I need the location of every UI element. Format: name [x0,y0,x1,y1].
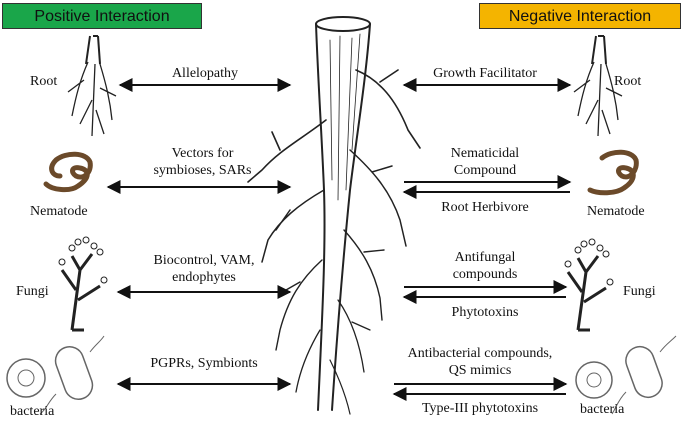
root-icon-right [573,35,623,137]
label-pgprs: PGPRs, Symbionts [150,356,258,371]
nematode-icon-left [43,151,93,193]
label-growth-facilitator: Growth Facilitator [433,66,537,81]
bacteria-icon-left [6,335,105,415]
label-bacteria-right: bacteria [580,402,625,417]
label-biocontrol-line1: Biocontrol, VAM, [153,253,255,268]
label-fungi-left: Fungi [16,284,49,299]
label-nematode-left: Nematode [30,204,88,219]
label-antibacterial-line2: QS mimics [448,363,512,378]
label-fungi-right: Fungi [623,284,656,299]
central-root-drawing [247,16,421,415]
label-vectors-line2: symbioses, SARs [153,163,252,178]
positive-interaction-header: Positive Interaction [2,3,202,29]
label-antibacterial-line1: Antibacterial compounds, [407,346,553,361]
bacteria-icon-right [575,335,677,415]
label-root-right: Root [614,74,642,89]
label-vectors-line1: Vectors for [171,146,234,161]
label-nematode-right: Nematode [587,204,645,219]
label-nematicidal-line1: Nematicidal [450,146,520,161]
label-root-herbivore: Root Herbivore [441,200,529,215]
root-icon-left [67,35,117,137]
fungi-icon-right [564,238,614,332]
label-nematicidal-line2: Compound [453,163,517,178]
label-allelopathy: Allelopathy [171,66,239,81]
label-type3-phytotoxins: Type-III phytotoxins [421,401,539,416]
label-phytotoxins: Phytotoxins [451,305,519,320]
label-antifungal-line2: compounds [452,267,518,282]
nematode-icon-right [587,149,639,196]
fungi-icon-left [58,236,108,332]
label-antifungal-line1: Antifungal [454,250,516,265]
negative-interaction-header: Negative Interaction [479,3,681,29]
label-bacteria-left: bacteria [10,404,55,419]
label-root-left: Root [30,74,58,89]
label-biocontrol-line2: endophytes [172,270,236,285]
